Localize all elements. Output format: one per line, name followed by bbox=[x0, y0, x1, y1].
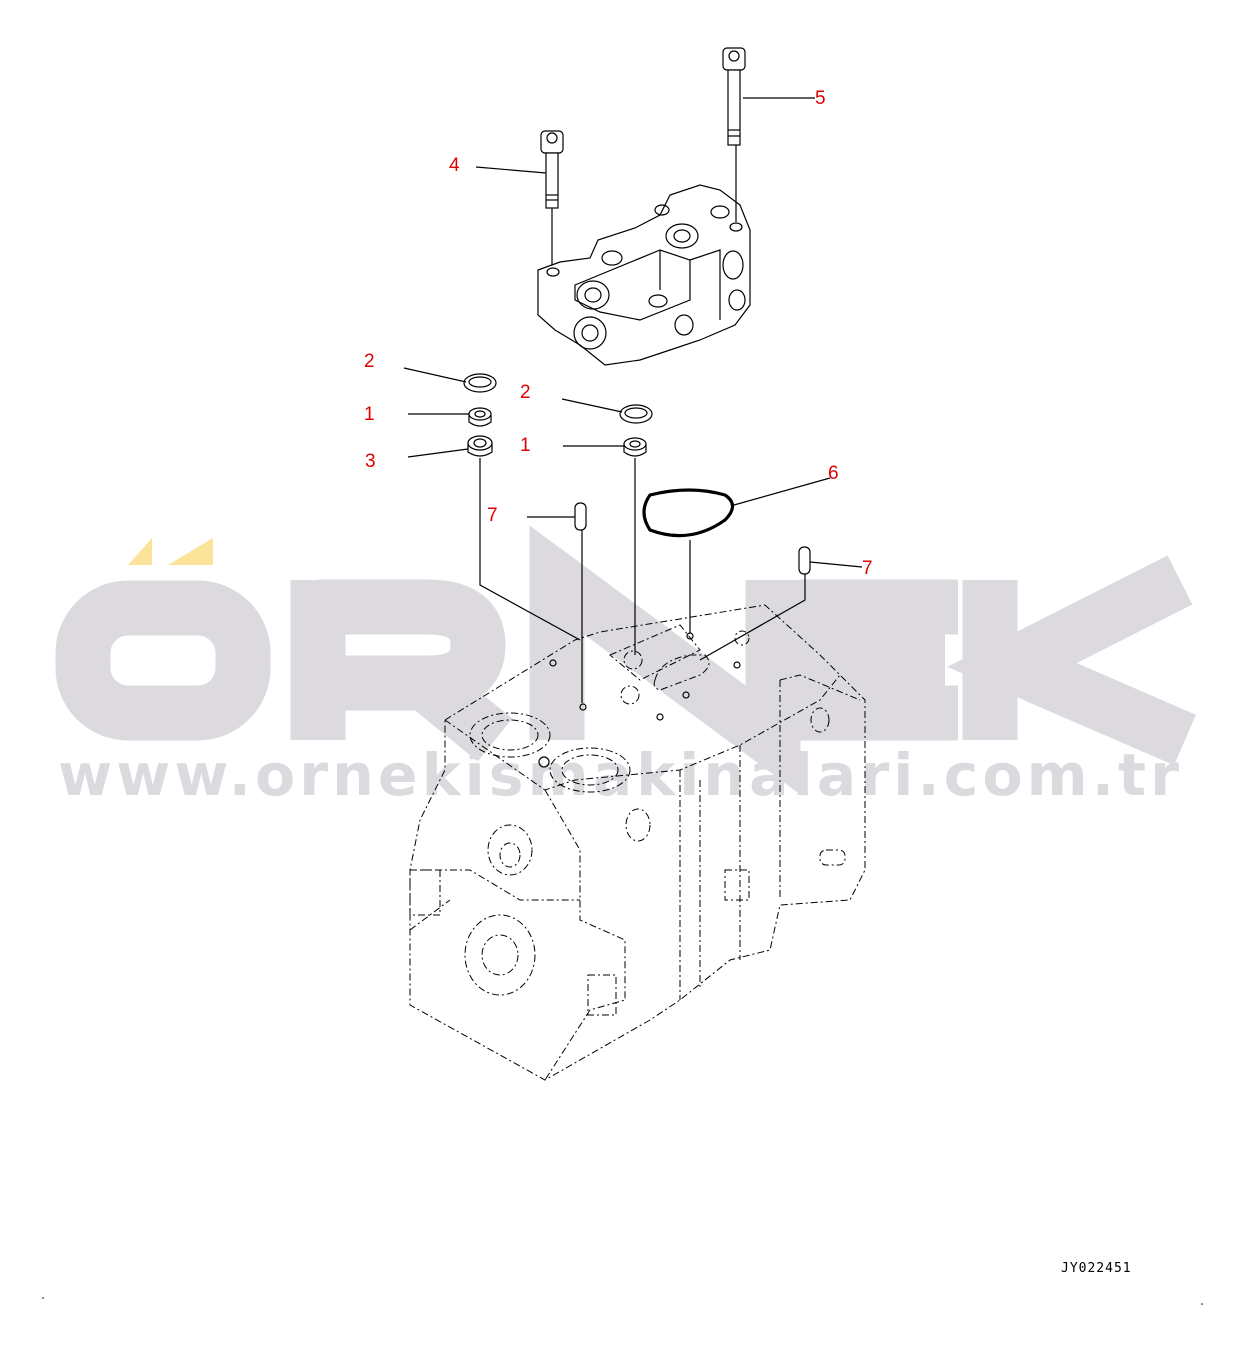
callout-1[interactable]: 1 bbox=[364, 404, 375, 425]
callout-5[interactable]: 5 bbox=[815, 88, 826, 109]
umlaut-mark bbox=[108, 538, 152, 565]
callout-7[interactable]: 7 bbox=[862, 558, 873, 579]
dowel-pin-7 bbox=[574, 502, 587, 531]
callout-7[interactable]: 7 bbox=[487, 505, 498, 526]
assembly-lines bbox=[479, 458, 806, 703]
watermark-url: www.ornekismakinalari.com.tr bbox=[58, 741, 1183, 809]
bolt-5 bbox=[722, 47, 746, 222]
watermark-brand-logo bbox=[55, 525, 1196, 795]
umlaut-mark bbox=[168, 538, 213, 565]
logo-letter-n bbox=[529, 525, 801, 795]
callout-6[interactable]: 6 bbox=[828, 463, 839, 484]
logo-letter-o bbox=[55, 580, 271, 741]
valve-block bbox=[537, 184, 751, 366]
logo-letter-r bbox=[290, 579, 513, 762]
callout-4[interactable]: 4 bbox=[449, 155, 460, 176]
watermark: www.ornekismakinalari.com.tr bbox=[55, 525, 1196, 809]
callout-2[interactable]: 2 bbox=[364, 351, 375, 372]
callout-2[interactable]: 2 bbox=[520, 382, 531, 403]
leader-lines bbox=[403, 97, 863, 568]
callout-labels: 5 4 2 1 3 2 1 7 6 7 bbox=[364, 88, 873, 579]
corner-mark bbox=[1201, 1303, 1203, 1305]
callout-3[interactable]: 3 bbox=[365, 451, 376, 472]
logo-letter-e bbox=[800, 579, 958, 741]
drawing-code: JY022451 bbox=[1061, 1261, 1132, 1276]
seal-parts bbox=[463, 373, 811, 575]
callout-1[interactable]: 1 bbox=[520, 435, 531, 456]
dowel-pin-7 bbox=[798, 546, 811, 575]
corner-mark bbox=[42, 1297, 44, 1299]
pump-housing bbox=[409, 604, 866, 1081]
bolt-4 bbox=[540, 130, 564, 265]
gasket-6 bbox=[642, 488, 735, 538]
logo-letter-k bbox=[947, 555, 1196, 766]
